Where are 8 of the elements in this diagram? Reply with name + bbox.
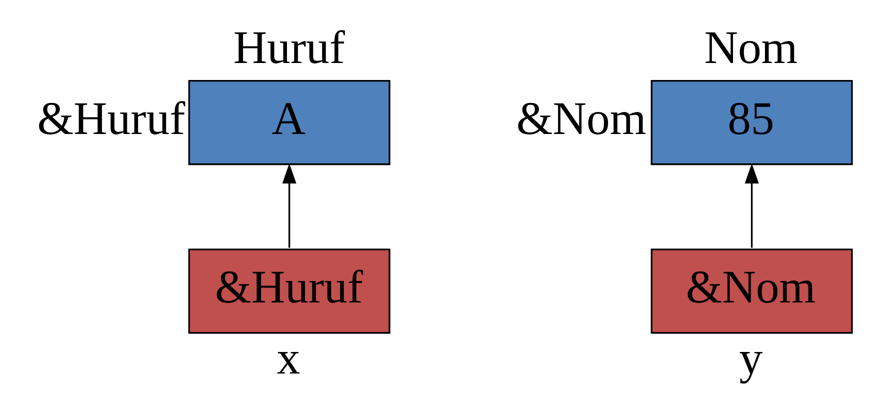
node-label: &Nom <box>516 93 646 146</box>
node-label: y <box>738 332 762 385</box>
node-label: Huruf <box>232 22 345 74</box>
node-label: x <box>276 332 300 385</box>
node-label: Nom <box>704 22 798 74</box>
arrow <box>282 163 296 248</box>
node-label: &Huruf <box>36 93 185 146</box>
arrow <box>744 163 758 248</box>
